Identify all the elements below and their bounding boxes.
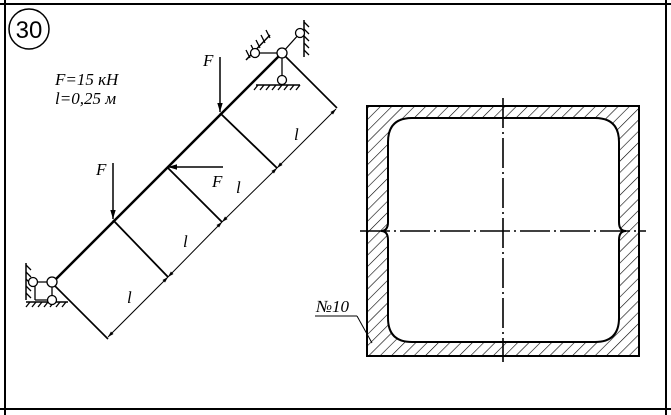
force-label-3: F: [211, 172, 223, 191]
force-arrows: [110, 57, 223, 219]
given-force: F=15 кН: [54, 70, 120, 89]
cross-section: [360, 98, 646, 362]
dimension-label-2: l: [183, 232, 188, 251]
force-label-2: F: [202, 51, 214, 70]
section-label-leader: [315, 315, 373, 344]
problem-number: 30: [16, 17, 43, 44]
dimension-lines: [107, 108, 337, 338]
problem-number-badge: 30: [8, 8, 50, 50]
section-label: №10: [315, 297, 350, 316]
given-length: l=0,25 м: [55, 89, 116, 108]
beam: [51, 52, 338, 340]
force-label-1: F: [95, 160, 107, 179]
bottom-support-icon: [25, 263, 68, 308]
dimension-label-4: l: [294, 125, 299, 144]
dimension-label-3: l: [236, 178, 241, 197]
dimension-label-1: l: [127, 288, 132, 307]
top-support-icon: [245, 20, 310, 91]
